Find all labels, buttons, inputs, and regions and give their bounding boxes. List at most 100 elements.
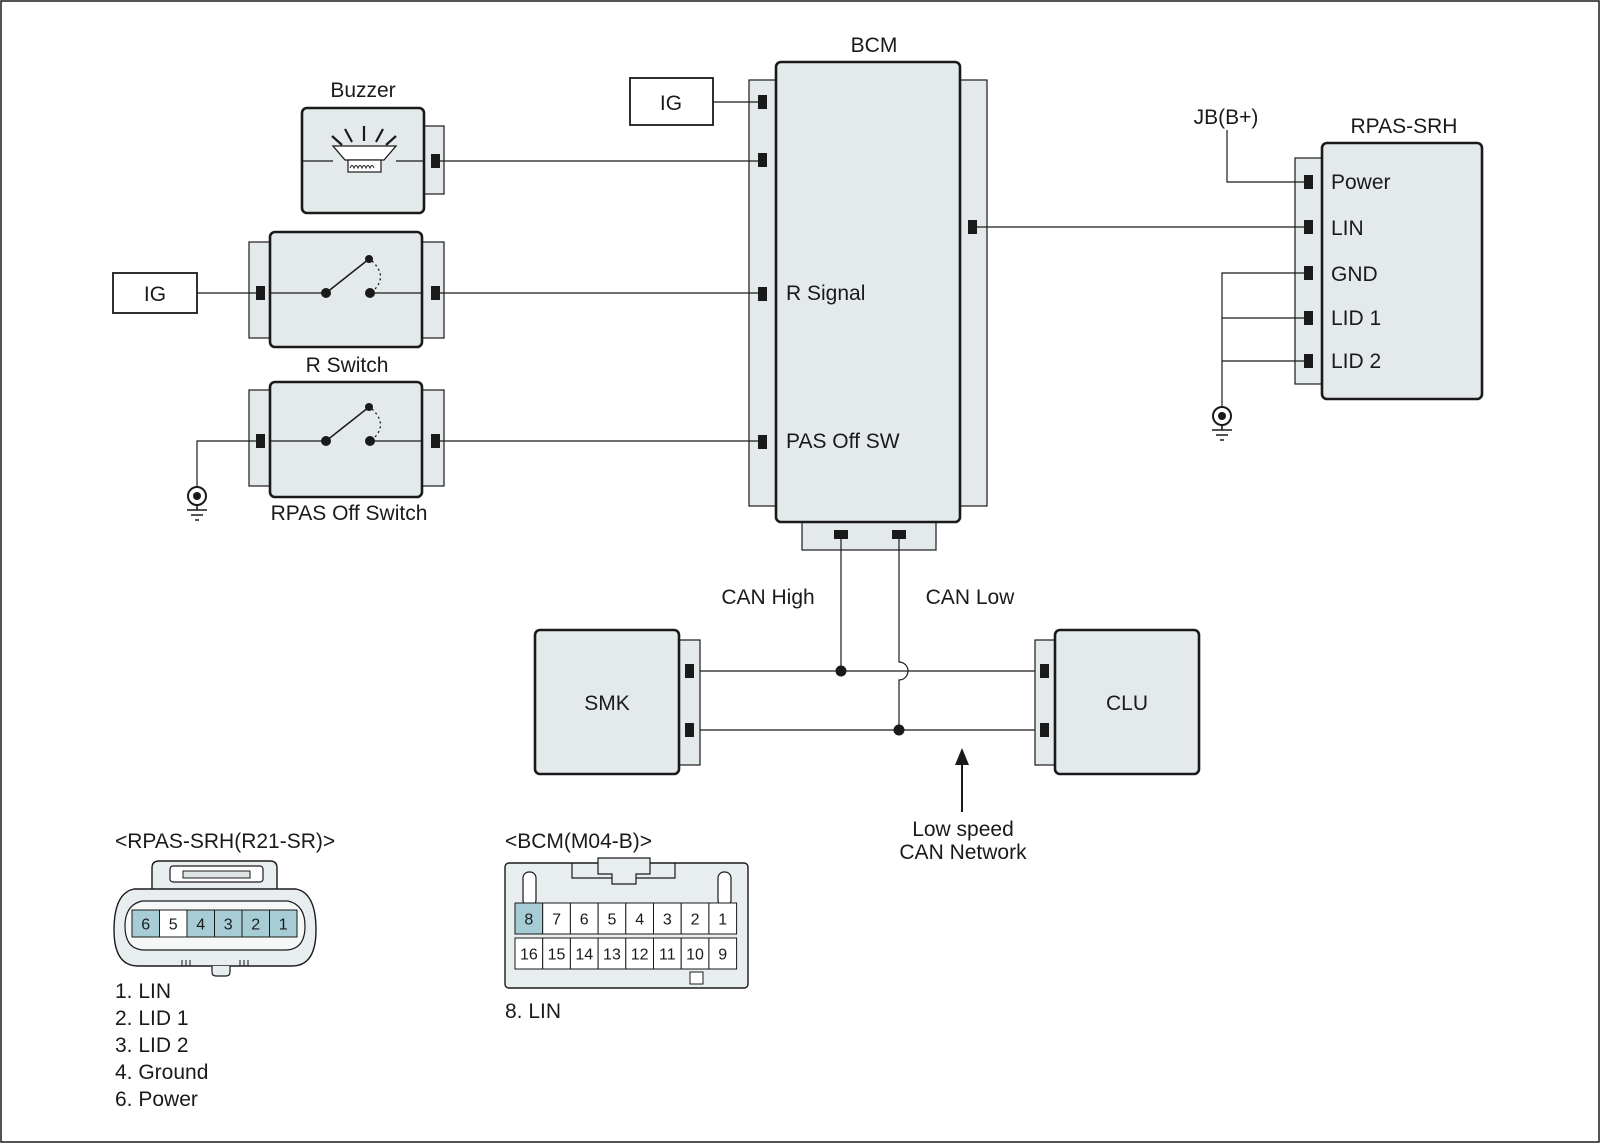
bcm-connector-pin: 5 [597, 902, 627, 935]
rpas-pin-lin-terminal [1304, 220, 1313, 234]
wire-rpasoff-ground [196, 440, 256, 488]
buzzer-module: Buzzer [300, 79, 758, 215]
bcm-connector-pin: 11 [653, 937, 682, 970]
svg-text:14: 14 [575, 947, 593, 964]
r-switch-pin-in [256, 286, 265, 300]
bcm-body [774, 60, 962, 524]
rpas-legend-item: 6. Power [115, 1088, 198, 1111]
smk-body [533, 628, 681, 776]
r-switch-pin-out [431, 286, 440, 300]
bcm-pin-r-signal-terminal [758, 287, 767, 301]
rpas-off-switch-label: RPAS Off Switch [271, 502, 428, 525]
rpas-legend-item: 2. LID 1 [115, 1007, 189, 1030]
bcm-connector-pin: 3 [653, 902, 682, 935]
svg-text:13: 13 [603, 947, 621, 964]
can-network: CAN High CAN Low Low speed CAN Network [700, 539, 1040, 864]
rpas-legend-item: 1. LIN [115, 980, 171, 1003]
svg-text:9: 9 [718, 947, 727, 964]
rpas-legend-item: 4. Ground [115, 1061, 208, 1084]
can-low-junction [893, 724, 905, 736]
rpas-legend-item: 3. LID 2 [115, 1034, 189, 1057]
rpas-off-switch-module: RPAS Off Switch [187, 380, 758, 525]
rpas-pin-power-terminal [1304, 175, 1313, 189]
bcm-pin-r-signal: R Signal [786, 282, 865, 305]
svg-text:11: 11 [659, 947, 676, 964]
rpas-off-switch-pin-in [256, 434, 265, 448]
rpas-pin-lid1: LID 1 [1331, 307, 1381, 330]
clu-pin-can-high [1040, 664, 1049, 678]
bcm-pin-pas-off-terminal [758, 435, 767, 449]
svg-text:3: 3 [224, 917, 233, 934]
r-switch-module: R Switch [248, 230, 758, 377]
wire-jb-power [1226, 130, 1304, 183]
bcm-connector-pin: 14 [569, 937, 599, 970]
ig-left-label: IG [144, 283, 166, 306]
bcm-connector-pin: 15 [542, 937, 571, 970]
rpas-connector-pin: 6 [131, 909, 160, 938]
rpas-off-switch-contact-icon [270, 403, 422, 446]
rpas-srh-body [1320, 141, 1484, 401]
svg-text:2: 2 [251, 917, 260, 934]
bcm-pin-lin [968, 220, 977, 234]
svg-text:16: 16 [520, 947, 538, 964]
rpas-pin-gnd-terminal [1304, 266, 1313, 280]
arrow-up-icon [955, 748, 969, 812]
bcm-legend-item: 8. LIN [505, 1000, 561, 1023]
svg-text:1: 1 [718, 912, 727, 929]
bcm-connector-pin: 8 [514, 902, 544, 935]
bcm-connector-pin: 16 [514, 937, 544, 970]
rpas-pin-lid2: LID 2 [1331, 350, 1381, 373]
bcm-connector-pin: 4 [625, 902, 654, 935]
svg-text:10: 10 [686, 947, 704, 964]
svg-text:8: 8 [524, 912, 533, 929]
connector-bcm-title: <BCM(M04-B)> [505, 830, 652, 853]
r-switch-contact-icon [270, 255, 422, 298]
rpas-srh-label: RPAS-SRH [1351, 115, 1458, 138]
svg-text:7: 7 [552, 912, 561, 929]
rpas-srh-connector [1294, 157, 1326, 385]
rpas-pin-power: Power [1331, 171, 1391, 194]
wire-gnd [1221, 272, 1304, 406]
bcm-connector-pin: 12 [625, 937, 654, 970]
svg-text:4: 4 [196, 917, 205, 934]
rpas-off-switch-pin-out [431, 434, 440, 448]
svg-text:15: 15 [548, 947, 566, 964]
can-low-label: CAN Low [926, 586, 1016, 609]
svg-text:1: 1 [279, 917, 288, 934]
buzzer-label: Buzzer [330, 79, 395, 102]
can-note-line1: Low speed [912, 818, 1014, 841]
buzzer-icon [302, 126, 424, 173]
svg-text:2: 2 [691, 912, 700, 929]
ig-left-source: IG [112, 272, 256, 314]
svg-text:4: 4 [635, 912, 644, 929]
smk-label: SMK [584, 692, 630, 715]
svg-text:6: 6 [141, 917, 150, 934]
svg-text:6: 6 [580, 912, 589, 929]
clu-pin-can-low [1040, 723, 1049, 737]
smk-pin-can-high [685, 664, 694, 678]
rpas-pin-lid1-terminal [1304, 311, 1313, 325]
svg-text:3: 3 [663, 912, 672, 929]
ig-top-label: IG [660, 92, 682, 115]
ground-icon [1212, 406, 1232, 441]
smk-module: SMK [533, 628, 701, 776]
ig-top-box [629, 77, 714, 126]
bcm-pin-can-low [892, 530, 906, 539]
bcm-connector-pin: 2 [680, 902, 710, 935]
rpas-pin-lid2-terminal [1304, 354, 1313, 368]
bcm-connector-pin: 10 [680, 937, 710, 970]
bcm-pin-can-high [834, 530, 848, 539]
bcm-label: BCM [851, 34, 898, 57]
jb-label: JB(B+) [1194, 106, 1259, 129]
rpas-connector-pin: 5 [159, 909, 188, 938]
bcm-pin-pas-off-sw: PAS Off SW [786, 430, 900, 453]
bcm-connector-pin: 7 [542, 902, 571, 935]
ig-top-source: IG [629, 77, 758, 126]
bcm-connector-pin: 13 [597, 937, 627, 970]
bcm-connector-pin: 1 [708, 902, 738, 935]
clu-module: CLU [1034, 628, 1201, 776]
bcm-module: BCM R Signal PAS Off SW [748, 34, 988, 551]
rpas-connector-pin: 4 [186, 909, 215, 938]
bcm-pin-ig [758, 95, 767, 109]
